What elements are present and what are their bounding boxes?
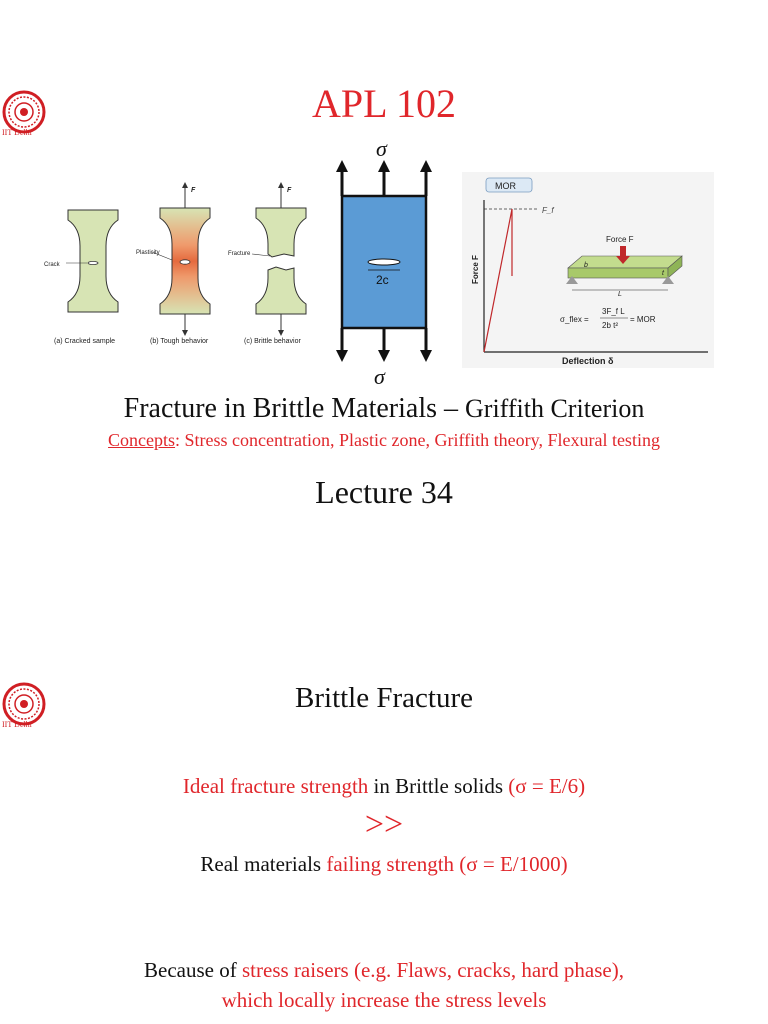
slide-subtitle: Fracture in Brittle Materials – Griffith… bbox=[0, 393, 768, 425]
concepts-line: Concepts: Stress concentration, Plastic … bbox=[0, 430, 768, 451]
caption-b: (b) Tough behavior bbox=[150, 338, 209, 345]
ff-label: F_f bbox=[542, 206, 554, 215]
b-label: b bbox=[584, 262, 588, 269]
lecture-number: Lecture 34 bbox=[315, 474, 453, 510]
formula-lhs: σ_flex = bbox=[560, 315, 589, 324]
iit-delhi-logo: IIT Delhi bbox=[2, 674, 46, 739]
ideal-strength-line: Ideal fracture strength in Brittle solid… bbox=[0, 774, 768, 799]
ideal-strength-term: Ideal fracture strength bbox=[182, 774, 369, 798]
l-label: L bbox=[618, 291, 622, 298]
logo-caption: IIT Delhi bbox=[2, 128, 32, 137]
formula-rhs: = MOR bbox=[630, 315, 656, 324]
flexural-test-figure: MOR F_f Force F Deflection δ Force F b t… bbox=[462, 172, 714, 368]
real-materials-label: Real materials bbox=[200, 852, 327, 876]
brittle-specimen-bottom bbox=[255, 266, 307, 315]
caption-a: (a) Cracked sample bbox=[54, 338, 115, 345]
fracture-label: Fracture bbox=[228, 251, 251, 257]
slide-1: IIT Delhi APL 102 Crack F Plasticity bbox=[0, 81, 768, 510]
t-label: t bbox=[662, 270, 665, 277]
central-crack bbox=[367, 258, 401, 266]
force-label-c: F bbox=[287, 187, 292, 194]
sigma-bottom: σ bbox=[374, 364, 386, 388]
concepts-list: : Stress concentration, Plastic zone, Gr… bbox=[175, 430, 660, 450]
brittle-specimen-top bbox=[255, 207, 307, 258]
griffith-plate-figure: σ 2c σ bbox=[336, 136, 432, 388]
crack-mark bbox=[87, 261, 99, 266]
iit-delhi-logo: IIT Delhi bbox=[2, 82, 46, 147]
crack-label: Crack bbox=[44, 262, 61, 268]
formula-den: 2b t² bbox=[602, 321, 618, 330]
x-axis-label: Deflection δ bbox=[562, 356, 614, 366]
plasticity-label: Plasticity bbox=[136, 250, 160, 256]
iit-delhi-emblem-icon bbox=[2, 682, 46, 726]
subtitle-main: Fracture in Brittle Materials bbox=[123, 393, 438, 424]
caption-c: (c) Brittle behavior bbox=[244, 338, 301, 345]
subtitle-dash: – bbox=[437, 393, 466, 424]
crack-length-label: 2c bbox=[376, 273, 389, 287]
slide-2: IIT Delhi bbox=[0, 612, 768, 1024]
force-label-b: F bbox=[191, 187, 196, 194]
subtitle-criterion: Griffith Criterion bbox=[465, 394, 645, 423]
stress-raisers-text: stress raisers (e.g. Flaws, cracks, hard… bbox=[242, 958, 624, 982]
ideal-strength-context: in Brittle solids bbox=[368, 774, 509, 798]
ideal-strength-value: (σ = E/6) bbox=[508, 774, 586, 798]
real-strength-line: Real materials failing strength (σ = E/1… bbox=[0, 852, 768, 877]
failing-strength-value: failing strength (σ = E/1000) bbox=[326, 852, 568, 876]
cause-line-1: Because of stress raisers (e.g. Flaws, c… bbox=[0, 958, 768, 983]
logo-caption: IIT Delhi bbox=[2, 720, 32, 729]
force-deflection-curve bbox=[483, 208, 513, 353]
because-of-label: Because of bbox=[144, 958, 242, 982]
y-axis-label: Force F bbox=[471, 255, 480, 284]
formula-num: 3F_f L bbox=[602, 307, 625, 316]
force-arrow-label: Force F bbox=[606, 235, 634, 244]
slide2-title: Brittle Fracture bbox=[295, 682, 473, 714]
much-greater-symbol: >> bbox=[364, 806, 404, 843]
specimen-figure: Crack F Plasticity F Fracture (a) Cracke… bbox=[44, 182, 307, 345]
slide-title: APL 102 bbox=[311, 81, 457, 126]
iit-delhi-emblem-icon bbox=[2, 90, 46, 134]
sigma-top: σ bbox=[376, 136, 388, 161]
mor-badge: MOR bbox=[495, 181, 516, 191]
concepts-label: Concepts bbox=[108, 430, 176, 450]
cause-line-2: which locally increase the stress levels bbox=[221, 988, 547, 1012]
